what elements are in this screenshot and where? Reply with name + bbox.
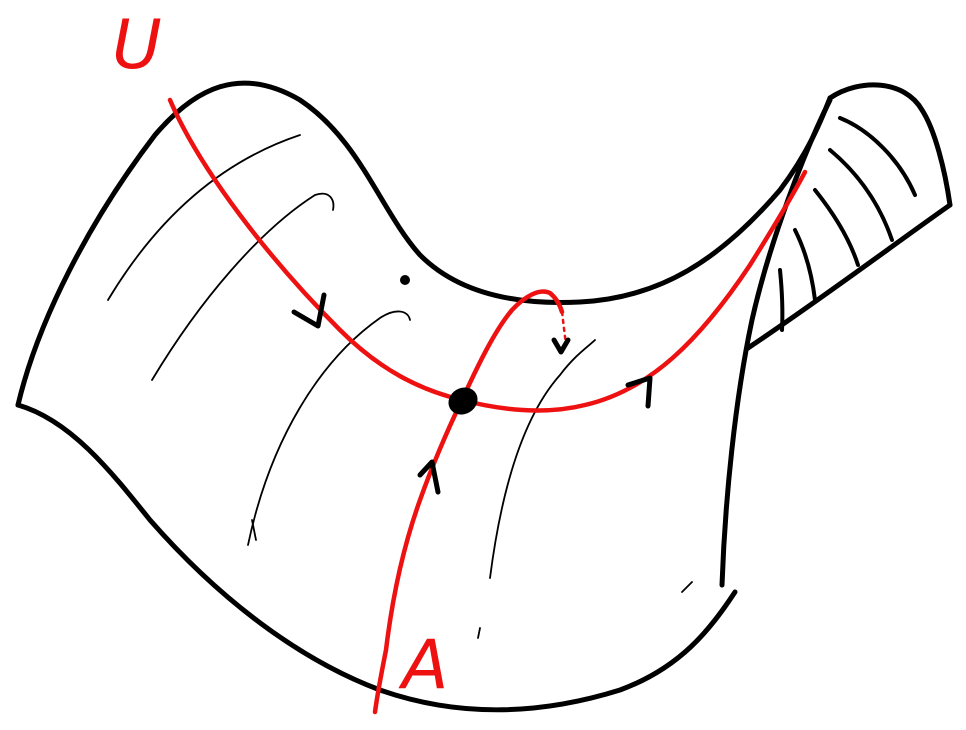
label-a: A <box>398 626 449 705</box>
surface-dot <box>400 275 410 285</box>
label-u: U <box>112 6 162 85</box>
hatch-line <box>780 270 782 330</box>
